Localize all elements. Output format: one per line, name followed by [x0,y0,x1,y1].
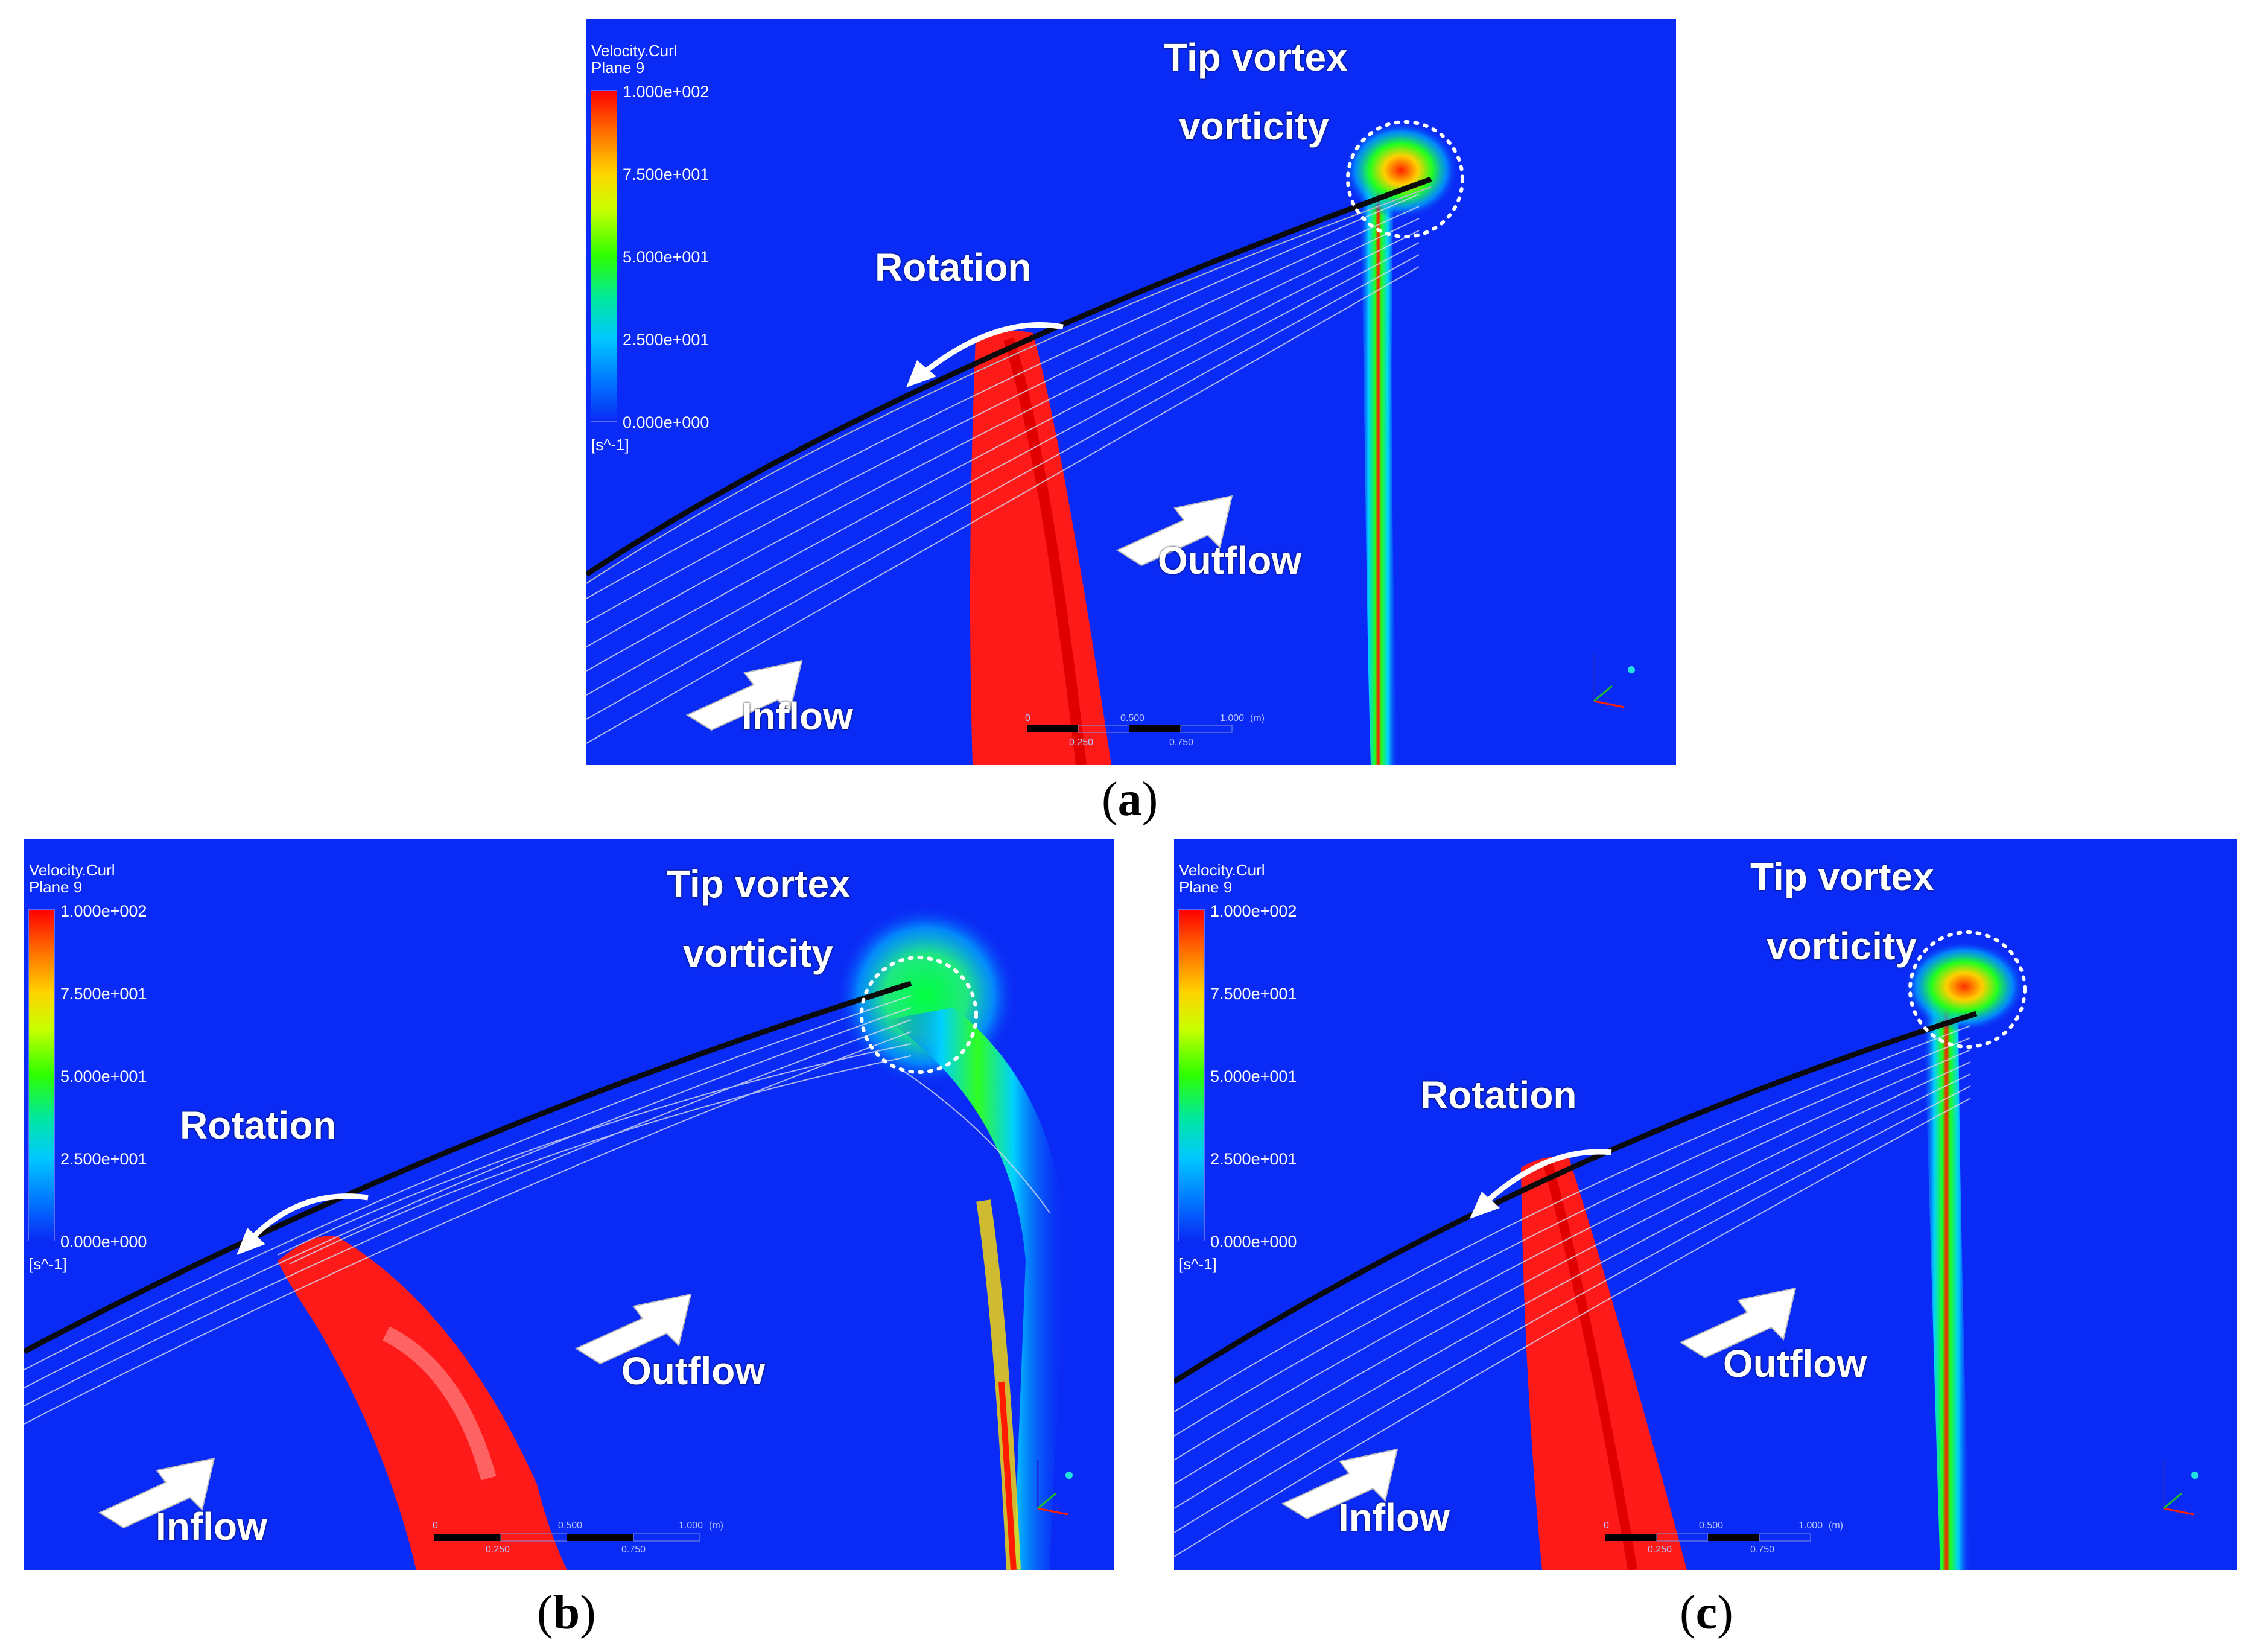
colorbar [591,90,617,422]
legend-title: Velocity.Curl Plane 9 [1179,861,1265,896]
leading-edge-c [1174,1011,1978,1384]
tip-vortex-label: Tip vortex [667,862,851,906]
colorbar-unit: [s^-1] [1179,1255,1217,1273]
colorbar [28,909,55,1241]
colorbar-tick: 0.000e+000 [623,413,710,431]
colorbar-tick: 5.000e+001 [623,248,710,266]
rotation-label: Rotation [180,1104,337,1147]
panel-c: Velocity.Curl Plane 9 1.000e+002 7.500e+… [1174,839,2237,1570]
caption-c: (c) [1680,1586,1733,1639]
vorticity-label: vorticity [683,932,833,975]
scale-bar-b [434,1533,700,1542]
scale-tick: 0.500 [1120,713,1145,723]
scale-tick: 0.750 [621,1545,646,1555]
scale-tick: 0.750 [1169,737,1194,748]
scale-tick: 1.000 [679,1520,703,1531]
tip-vortex-circle-b [860,956,978,1074]
scale-unit: (m) [1829,1520,1843,1531]
colorbar-unit: [s^-1] [29,1255,67,1273]
streamlines-b [24,995,1050,1425]
scale-tick: 0 [433,1520,438,1531]
blade-b [278,1236,567,1570]
inflow-arrow-c [1281,1448,1398,1520]
scale-tick: 0.250 [1648,1545,1672,1555]
blade-c [1521,1157,1687,1570]
scale-bar-a [1027,725,1233,733]
legend-title: Velocity.Curl Plane 9 [591,42,678,77]
tip-vortex-circle-c [1908,930,2027,1049]
panel-b: Velocity.Curl Plane 9 1.000e+002 7.500e+… [24,839,1114,1570]
caption-a: (a) [1102,773,1158,826]
colorbar-tick: 2.500e+001 [623,331,710,349]
colorbar-tick: 5.000e+001 [1210,1067,1297,1085]
leading-edge-b [24,980,912,1354]
inflow-arrow-a [685,659,803,731]
vorticity-label: vorticity [1767,924,1917,968]
outflow-label: Outflow [1158,539,1302,582]
blade-a [970,331,1111,765]
panel-a: Velocity.Curl Plane 9 1.000e+002 7.500e+… [586,19,1676,765]
inflow-label: Inflow [156,1505,267,1548]
vorticity-field-a [586,120,1635,765]
legend-title: Velocity.Curl Plane 9 [29,861,115,896]
leading-edge-a [586,176,1432,577]
tip-vortex-label: Tip vortex [1164,36,1348,79]
axis-triad-a [1593,653,1635,708]
outflow-arrow-b [574,1293,692,1365]
colorbar-tick: 5.000e+001 [60,1067,147,1085]
outflow-arrow-a [1116,495,1233,567]
colorbar-tick: 1.000e+002 [1210,902,1297,920]
wake-c [1922,977,1970,1570]
axis-triad-b [1037,1460,1073,1516]
outflow-label: Outflow [621,1349,766,1393]
colorbar-tick: 7.500e+001 [60,985,147,1003]
caption-b: (b) [537,1586,596,1639]
vorticity-field-b [24,905,1073,1570]
scale-unit: (m) [1250,713,1265,723]
streamlines-a [586,194,1420,744]
scale-tick: 0.500 [558,1520,583,1531]
scale-tick: 0.500 [1699,1520,1724,1531]
rotation-label: Rotation [1420,1073,1577,1117]
scale-bar-c [1605,1533,1811,1542]
rotation-label: Rotation [875,246,1032,289]
scale-tick: 0.250 [486,1545,510,1555]
outflow-label: Outflow [1723,1342,1867,1385]
tip-vortex-circle-a [1346,120,1464,238]
tip-vortex-glow-a [1344,122,1458,218]
axis-triad-c [2162,1460,2198,1516]
rotation-arrow-b [251,1193,369,1239]
scale-tick: 0.250 [1069,737,1094,748]
colorbar-tick: 0.000e+000 [1210,1233,1297,1251]
scale-unit: (m) [709,1520,723,1531]
rotation-arrow-c [1485,1149,1612,1203]
vorticity-label: vorticity [1179,104,1329,148]
colorbar-unit: [s^-1] [591,436,629,454]
colorbar-tick: 1.000e+002 [623,83,710,101]
colorbar-tick: 1.000e+002 [60,902,147,920]
inflow-label: Inflow [741,694,853,738]
colorbar-tick: 0.000e+000 [60,1233,147,1251]
colorbar-tick: 2.500e+001 [1210,1150,1297,1168]
colorbar [1178,909,1205,1241]
tip-vortex-label: Tip vortex [1750,855,1934,898]
colorbar-tick: 7.500e+001 [1210,985,1297,1003]
scale-tick: 0.750 [1750,1545,1775,1555]
rotation-arrow-a [922,322,1064,375]
streamlines-c [1174,1025,1971,1557]
inflow-arrow-b [98,1457,215,1529]
scale-tick: 1.000 [1798,1520,1823,1531]
inflow-label: Inflow [1338,1496,1450,1539]
colorbar-tick: 2.500e+001 [60,1150,147,1168]
outflow-arrow-c [1679,1287,1797,1359]
colorbar-tick: 7.500e+001 [623,165,710,183]
scale-tick: 0 [1604,1520,1609,1531]
scale-tick: 1.000 [1220,713,1245,723]
wake-a [1359,164,1398,765]
vorticity-field-c [1174,930,2198,1570]
wake-b [887,1008,1068,1570]
scale-tick: 0 [1025,713,1030,723]
